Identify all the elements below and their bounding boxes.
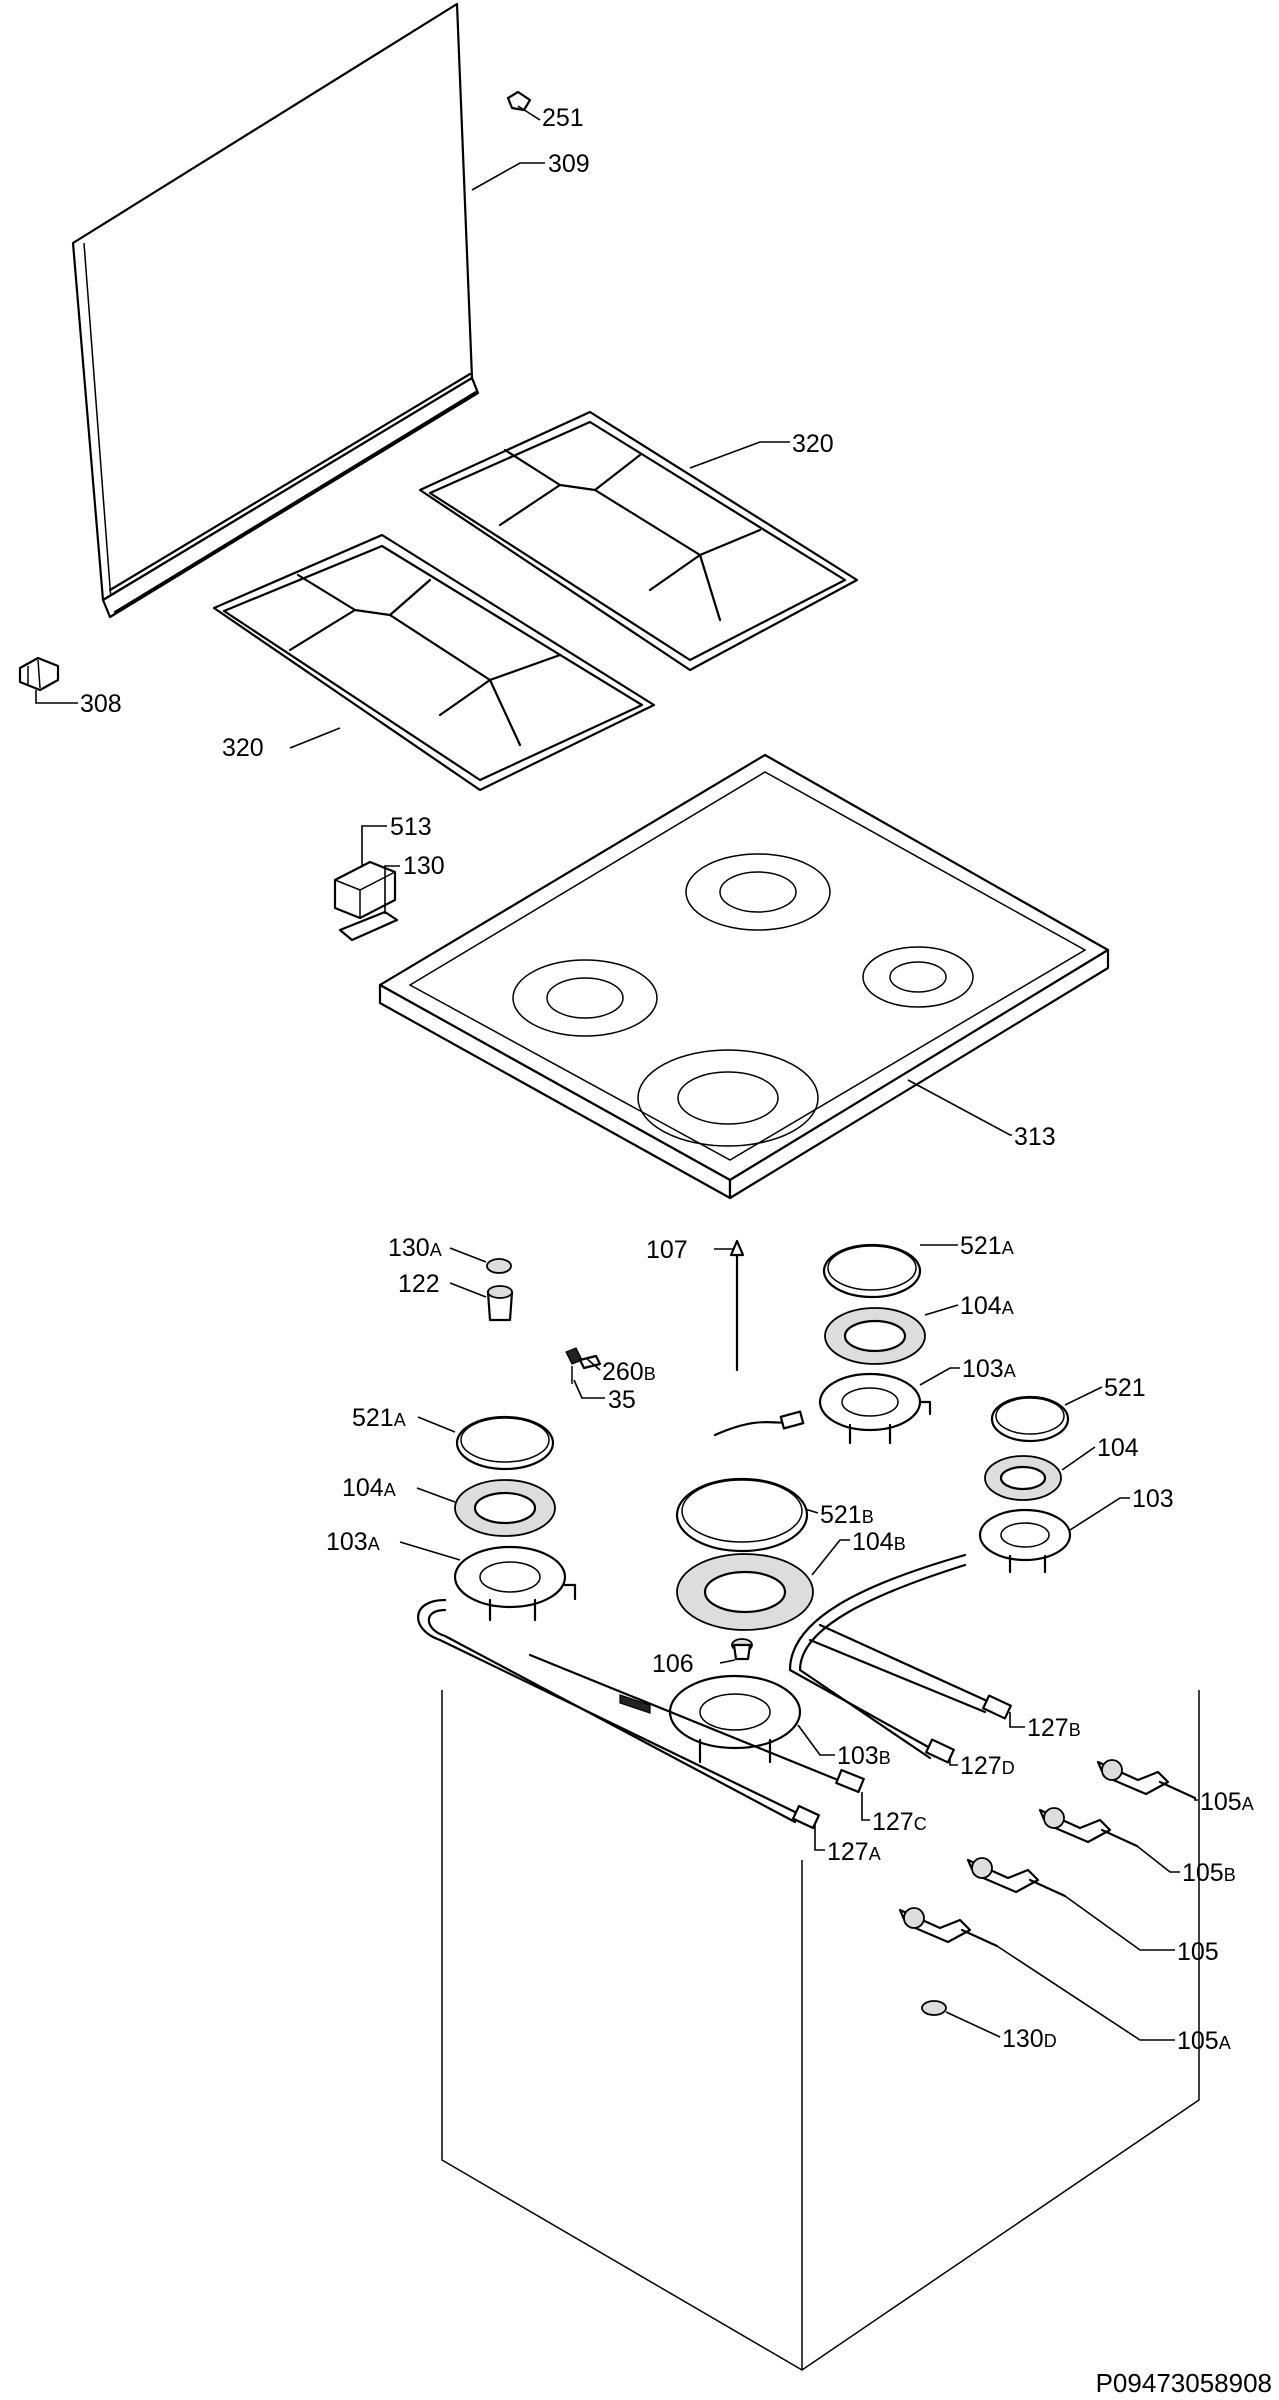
leader-lines: [35, 105, 1198, 2041]
part-130A-nut: [486, 1258, 512, 1274]
label-260B: 260B: [602, 1358, 656, 1386]
label-106: 106: [652, 1650, 694, 1678]
pipe-127D: [788, 1553, 967, 1764]
label-105B: 105B: [1182, 1859, 1236, 1887]
part-labels: 251 309 320 320 308 513 130 313 107 521A…: [80, 104, 1254, 2055]
label-127D: 127D: [960, 1752, 1015, 1780]
part-103-body-small: [978, 1508, 1072, 1574]
part-107-thermocouple: [729, 1239, 745, 1372]
label-130: 130: [403, 852, 445, 880]
label-521A-right-rear: 521A: [960, 1232, 1014, 1260]
label-103A-right-rear: 103A: [962, 1355, 1016, 1383]
label-313: 313: [1014, 1123, 1056, 1151]
label-104: 104: [1097, 1434, 1139, 1462]
label-308: 308: [80, 690, 122, 718]
label-104A-left: 104A: [342, 1474, 396, 1502]
label-104B: 104B: [852, 1528, 906, 1556]
part-105A-valve-top: [1096, 1759, 1197, 1800]
part-105B-valve: [1038, 1807, 1139, 1848]
part-309-lid: [71, 2, 480, 619]
part-104A-crown-left: [454, 1479, 556, 1537]
part-320-pan-support-rear: [418, 410, 859, 672]
label-127A: 127A: [827, 1838, 881, 1866]
label-130A: 130A: [388, 1234, 442, 1262]
label-35: 35: [608, 1386, 636, 1414]
label-320-front: 320: [222, 734, 264, 762]
label-130D: 130D: [1002, 2025, 1057, 2053]
label-251: 251: [542, 104, 584, 132]
part-104B-crown-large: [676, 1553, 814, 1631]
pipe-127B: [808, 1623, 1012, 1720]
label-122: 122: [398, 1270, 440, 1298]
label-521B: 521B: [820, 1501, 874, 1529]
part-251-stop: [506, 90, 532, 112]
part-105A-valve-bottom: [898, 1907, 999, 1948]
label-105A-top: 105A: [1200, 1788, 1254, 1816]
part-130D-nut: [921, 2000, 947, 2016]
label-104A-right-rear: 104A: [960, 1292, 1014, 1320]
part-104A-crown-right-rear: [824, 1307, 926, 1365]
part-103A-body-left: [453, 1545, 577, 1622]
cabinet-outline: [441, 1690, 1200, 2371]
part-521A-cap-left: [455, 1415, 555, 1471]
label-521: 521: [1104, 1374, 1146, 1402]
part-313-hob-top: [378, 753, 1110, 1200]
part-513-bracket: [333, 860, 397, 920]
label-309: 309: [548, 150, 590, 178]
part-105-valve: [966, 1857, 1067, 1898]
part-320-pan-support-front: [212, 533, 656, 792]
part-106-injector: [731, 1638, 753, 1661]
part-103A-body-right-rear: [818, 1372, 932, 1445]
part-521-cap-small: [990, 1395, 1070, 1443]
pipe-127A: [417, 1598, 821, 1830]
label-103: 103: [1132, 1485, 1174, 1513]
part-521B-cap-large: [675, 1477, 809, 1553]
label-320-rear: 320: [792, 430, 834, 458]
diagram-code: P09473058908: [1096, 2368, 1272, 2398]
part-104-crown-small: [984, 1455, 1062, 1501]
label-105: 105: [1177, 1938, 1219, 1966]
label-127C: 127C: [872, 1808, 927, 1836]
label-521A-left: 521A: [352, 1404, 406, 1432]
label-105A-bottom: 105A: [1177, 2027, 1231, 2055]
part-122-injector: [486, 1285, 514, 1322]
label-513: 513: [390, 813, 432, 841]
label-127B: 127B: [1027, 1714, 1081, 1742]
part-521A-cap-right-rear: [822, 1243, 922, 1299]
part-308-hinge-pin: [18, 656, 60, 692]
part-130-plate: [338, 910, 399, 942]
pipe-127C: [528, 1653, 865, 1794]
label-107: 107: [646, 1236, 688, 1264]
part-103B-body-large: [619, 1674, 802, 1764]
label-103A-left: 103A: [326, 1528, 380, 1556]
label-103B: 103B: [837, 1742, 891, 1770]
pipe-right-rear: [713, 1410, 805, 1437]
